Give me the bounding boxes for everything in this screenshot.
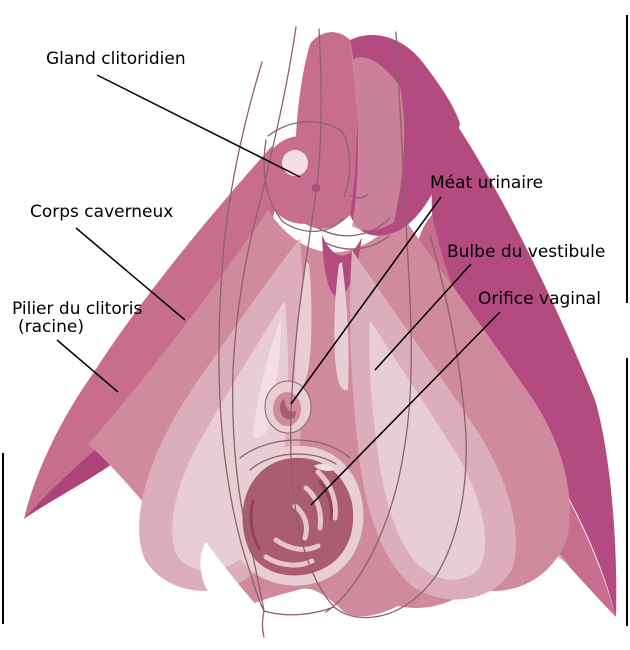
frame-lines (2, 15, 628, 626)
label-bulbe-vestibule: Bulbe du vestibule (447, 243, 605, 261)
leader-lines (56, 74, 501, 506)
label-orifice-vaginal: Orifice vaginal (478, 290, 601, 308)
leader-orifice (310, 311, 501, 506)
label-pilier-du-clitoris: Pilier du clitoris (racine) (12, 300, 142, 336)
label-pilier-line2: (racine) (18, 317, 84, 337)
leader-corps (75, 227, 186, 321)
label-pilier-line1: Pilier du clitoris (12, 299, 143, 319)
label-orifice-text: Orifice vaginal (478, 289, 601, 309)
label-bulbe-text: Bulbe du vestibule (447, 242, 606, 262)
label-meat-urinaire: Méat urinaire (430, 174, 543, 192)
label-meat-text: Méat urinaire (430, 173, 544, 193)
vestibular-bulb-right (295, 250, 516, 600)
glans-clitoridis (261, 121, 391, 250)
label-gland-text: Gland clitoridien (46, 49, 186, 69)
leader-pilier (56, 339, 119, 393)
glans-highlight (282, 150, 308, 176)
label-gland-clitoridien: Gland clitoridien (46, 50, 186, 68)
leader-gland (96, 74, 301, 178)
urethral-meatus (264, 380, 312, 434)
leader-bulbe (374, 263, 472, 371)
label-corps-caverneux: Corps caverneux (30, 203, 173, 221)
label-corps-text: Corps caverneux (30, 202, 174, 222)
leader-meat (290, 196, 442, 405)
vulva-contour-lines (218, 26, 467, 638)
bottom-left-notch (200, 542, 262, 612)
